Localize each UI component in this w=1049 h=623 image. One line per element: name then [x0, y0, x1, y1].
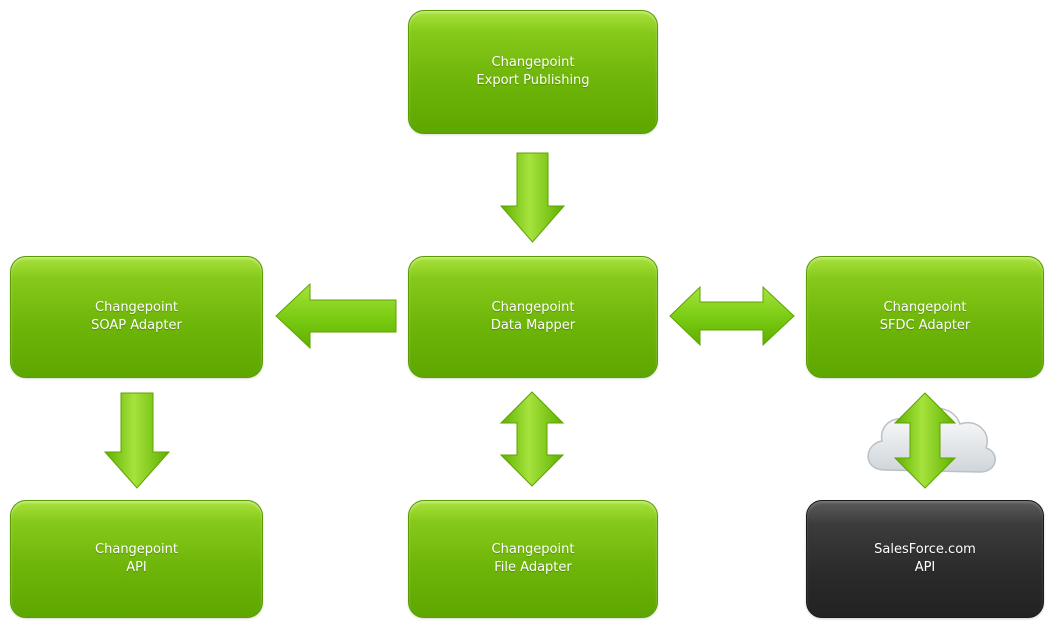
node-sfdc-adapter-line2: SFDC Adapter — [879, 318, 971, 333]
node-export-publishing-line1: Changepoint — [491, 55, 575, 70]
node-api-line2: API — [126, 560, 147, 575]
arrow-up-down-icon — [893, 392, 957, 489]
arrow-down-icon — [103, 392, 171, 489]
node-salesforce-api-line2: API — [914, 560, 936, 575]
arrow-left-right-icon — [669, 285, 795, 347]
node-data-mapper: Changepoint Data Mapper — [408, 256, 658, 378]
node-soap-adapter-line1: Changepoint — [95, 300, 178, 315]
node-soap-adapter-line2: SOAP Adapter — [91, 318, 182, 333]
node-export-publishing-line2: Export Publishing — [476, 73, 590, 88]
arrow-up-down-icon — [499, 391, 565, 487]
node-export-publishing: Changepoint Export Publishing — [408, 10, 658, 134]
node-data-mapper-line2: Data Mapper — [490, 318, 576, 333]
node-sfdc-adapter-line1: Changepoint — [883, 300, 967, 315]
node-api-line1: Changepoint — [95, 542, 178, 557]
node-api: Changepoint API — [10, 500, 263, 618]
arrow-down-icon — [499, 152, 566, 243]
node-sfdc-adapter: Changepoint SFDC Adapter — [806, 256, 1044, 378]
node-salesforce-api: SalesForce.com API — [806, 500, 1044, 618]
node-data-mapper-line1: Changepoint — [491, 300, 575, 315]
arrow-left-icon — [275, 282, 397, 350]
node-soap-adapter: Changepoint SOAP Adapter — [10, 256, 263, 378]
node-file-adapter-line1: Changepoint — [491, 542, 575, 557]
node-file-adapter: Changepoint File Adapter — [408, 500, 658, 618]
node-salesforce-api-line1: SalesForce.com — [874, 542, 976, 557]
node-file-adapter-line2: File Adapter — [494, 560, 572, 575]
